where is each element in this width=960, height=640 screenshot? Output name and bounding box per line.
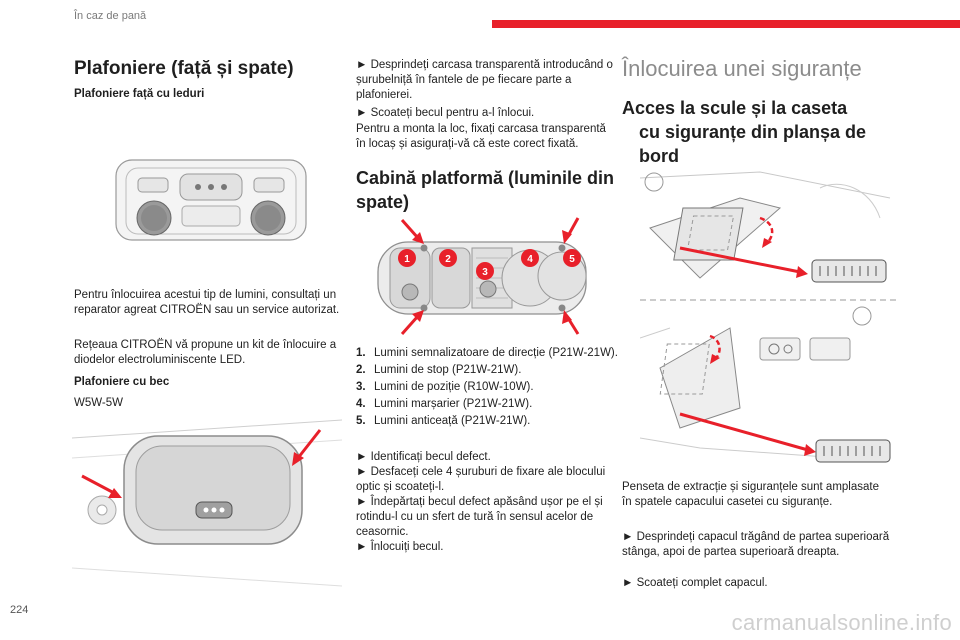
list-item: 1.Lumini semnalizatoare de direcție (P21… (356, 347, 618, 359)
badge-1: 1 (404, 254, 410, 265)
section-title-platform-cab: Cabină platformă (luminile din spate) (356, 168, 615, 212)
paragraph-fuse-location: Penseta de extracție și siguranțele sunt… (622, 481, 879, 508)
paragraph-led-kit: Rețeaua CITROËN vă propune un kit de înl… (74, 339, 337, 366)
badge-3: 3 (482, 267, 488, 278)
list-item: 3.Lumini de poziție (R10W-10W). (356, 381, 534, 393)
badge-2: 2 (445, 254, 451, 265)
bulb-type: W5W-5W (74, 397, 123, 409)
subheading-bulb-lamps: Plafoniere cu bec (74, 376, 170, 388)
section-title-fuse: Înlocuirea unei siguranțe (622, 56, 862, 81)
header-accent-bar (492, 20, 960, 28)
subheading-fuse-box-access: Acces la scule și la caseta cu siguranțe… (622, 98, 867, 166)
step-unclip-cover: ► Desprindeți capacul trăgând de partea … (622, 531, 890, 558)
steps-block: ► Identificați becul defect. ► Desfaceți… (356, 450, 618, 555)
bulb-ceiling-lamp-illustration (72, 419, 342, 587)
step-remove-cover: ► Desprindeți carcasa transparentă intro… (356, 59, 613, 101)
step-remove-cover-fully: ► Scoateți complet capacul. (622, 577, 768, 589)
list-item: 5.Lumini anticeață (P21W-21W). (356, 415, 531, 427)
list-item: 2.Lumini de stop (P21W-21W). (356, 364, 522, 376)
step-twist-bulb: ► Îndepărtați becul defect apăsând ușor … (356, 496, 603, 538)
step-unscrew: ► Desfaceți cele 4 șuruburi de fixare al… (356, 466, 606, 493)
step-identify: ► Identificați becul defect. (356, 451, 491, 463)
rear-light-cluster-illustration: 1 2 3 4 5 (377, 217, 587, 335)
paragraph-refit: Pentru a monta la loc, fixați carcasa tr… (356, 123, 606, 150)
badge-5: 5 (569, 254, 575, 265)
lights-list: 1.Lumini semnalizatoare de direcție (P21… (356, 346, 618, 431)
badge-4: 4 (527, 254, 533, 265)
step-replace: ► Înlocuiți becul. (356, 541, 444, 553)
watermark: carmanualsonline.info (731, 610, 952, 635)
page-number: 224 (10, 604, 29, 616)
section-title-ceiling-lamps: Plafoniere (față și spate) (74, 58, 294, 79)
led-ceiling-lamp-illustration (115, 159, 307, 241)
running-header: În caz de pană (74, 10, 147, 22)
paragraph-led-service: Pentru înlocuirea acestui tip de lumini,… (74, 289, 340, 316)
step-remove-bulb: ► Scoateți becul pentru a-l înlocui. (356, 107, 535, 119)
subheading-led-lamps: Plafoniere față cu leduri (74, 88, 205, 100)
list-item: 4.Lumini marșarier (P21W-21W). (356, 398, 533, 410)
fuse-box-access-illustration (640, 171, 900, 463)
